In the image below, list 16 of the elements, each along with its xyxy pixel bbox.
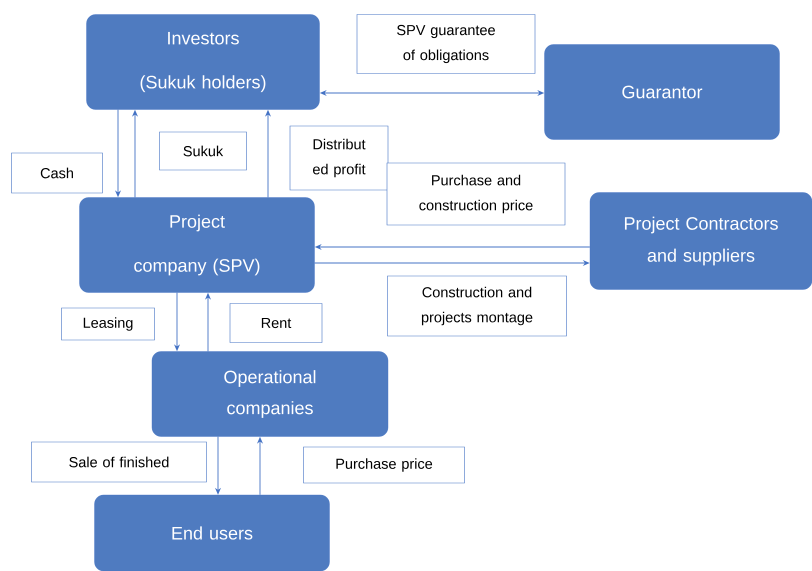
label-box: Leasing: [61, 308, 155, 340]
entity-box: Guarantor: [544, 44, 780, 140]
entity-box: Investors (Sukuk holders): [86, 14, 320, 110]
label-box: SPV guarantee of obligations: [356, 14, 536, 74]
entity-box: Operational companies: [152, 351, 388, 437]
label-box: Sukuk: [159, 132, 247, 170]
entity-box: End users: [94, 494, 330, 571]
entity-box: Project company (SPV): [79, 197, 315, 293]
label-box: Purchase price: [303, 446, 465, 484]
label-box: Distribut ed profit: [290, 126, 388, 190]
label-box: Rent: [230, 303, 322, 343]
label-box: Cash: [11, 152, 103, 194]
label-box: Sale of finished: [31, 442, 207, 482]
label-box: Purchase and construction price: [386, 162, 566, 226]
label-box: Construction and projects montage: [387, 276, 567, 336]
entity-box: Project Contractors and suppliers: [590, 192, 812, 290]
